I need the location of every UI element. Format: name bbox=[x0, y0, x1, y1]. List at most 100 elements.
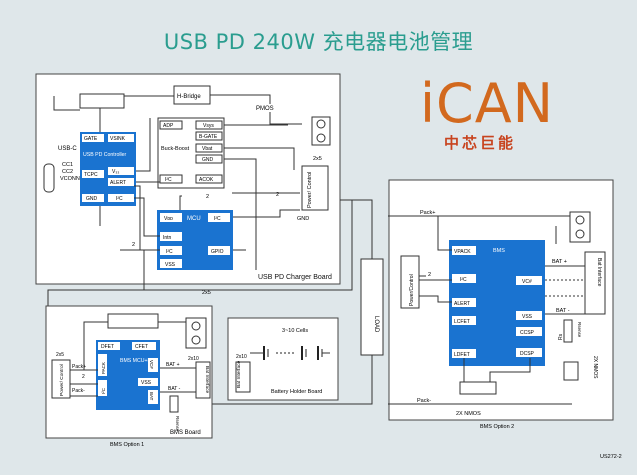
bms2-alert-pin: ALERT bbox=[454, 301, 470, 307]
bms-dfet-pin: DFET bbox=[101, 344, 114, 350]
bms2-2x-nmos: 2X NMOS bbox=[456, 411, 481, 417]
bms2-nmos-label: 2X NMOS bbox=[592, 356, 598, 379]
bms-wire-2: 2 bbox=[82, 374, 85, 380]
bms2-dcsp-pin: DCSP bbox=[520, 351, 535, 357]
pd-i2c-pin: I²C bbox=[116, 196, 123, 202]
bms2-bat-plus: BAT + bbox=[552, 259, 567, 265]
bms-rsense-text: Rsense bbox=[175, 416, 180, 432]
bms2-terminal bbox=[569, 211, 591, 243]
bms2-bat-interface-text: Bat Interface bbox=[596, 258, 602, 287]
bms-vss-pin: VSS bbox=[141, 380, 152, 386]
pd-alert-pin: ALERT bbox=[110, 180, 126, 186]
mcu-vss-pin: VSS bbox=[165, 262, 176, 268]
bb-name: Buck-Boost bbox=[161, 146, 190, 152]
bms-i2c-text: I²C bbox=[101, 387, 106, 394]
usb-power-control-text: Power/ Control bbox=[307, 172, 313, 208]
bms-rsense-label: Rsense bbox=[175, 416, 180, 432]
bms2-power-control-label: Power/Control bbox=[409, 274, 415, 306]
usb-gnd-label: GND bbox=[297, 216, 309, 222]
bms-name-text: BMS MCU+BFE bbox=[120, 358, 158, 364]
usb-board-caption: USB PD Charger Board bbox=[258, 274, 332, 281]
cc2-label: CC2 bbox=[62, 169, 73, 175]
pd-gate-pin: GATE bbox=[84, 136, 98, 142]
usb-c-connector bbox=[43, 163, 55, 193]
bms-name: BMS MCU+BFE bbox=[120, 358, 158, 364]
usb-power-control-label: Power/ Control bbox=[307, 172, 313, 208]
bms2-nmos-pair bbox=[459, 381, 497, 395]
logo-word: iCAN bbox=[420, 72, 555, 135]
usb-power-control-box bbox=[301, 165, 329, 211]
battery-holder-board: Battery Holder Board 3~10 Cells 2x10 Bat… bbox=[227, 317, 339, 401]
mcu-vdd-pin: Vᴅᴅ bbox=[164, 216, 173, 222]
bms-bat-interface-text: Bat Interface bbox=[204, 366, 210, 394]
bms-board-caption: BMS Board bbox=[170, 430, 201, 436]
cc1-label: CC1 bbox=[62, 162, 73, 168]
bms-bat-text: BAT bbox=[149, 392, 154, 401]
battery-bat-interface bbox=[235, 361, 251, 393]
bms-pack-pin: PACK bbox=[101, 362, 106, 374]
bms2-bat-minus: BAT - bbox=[556, 308, 570, 314]
bms2-nmos-text: NMOS bbox=[592, 364, 598, 380]
ican-logo: iCAN 中芯巨能 bbox=[420, 72, 560, 156]
mcu-i2c-top-pin: I²C bbox=[214, 216, 221, 222]
bb-adp-pin: ADP bbox=[163, 123, 174, 129]
bms2-vss-pin: VSS bbox=[522, 314, 533, 320]
bms2-rs-text: Rs bbox=[558, 333, 564, 340]
bms2-bat-interface-label: Bat Interface bbox=[596, 258, 602, 287]
usb-board-terminal bbox=[311, 116, 331, 146]
bms2-power-control-box bbox=[400, 255, 420, 309]
bms-rsense-resistor bbox=[169, 395, 179, 413]
usb-bus-2x5: 2x5 bbox=[313, 156, 322, 162]
bms2-rsense-resistor bbox=[563, 319, 573, 343]
pmos-label: PMOS bbox=[256, 106, 274, 112]
footer-code: US272-2 bbox=[600, 454, 622, 460]
bb-gnd-pin: GND bbox=[202, 157, 214, 163]
bms-bat-plus: BAT + bbox=[166, 362, 180, 368]
load-box bbox=[360, 258, 384, 356]
bms2-lcfet-pin: LCFET bbox=[454, 319, 470, 325]
battery-bat-interface-text: Bat Interface bbox=[236, 360, 242, 388]
usb-wire-2-b: 2 bbox=[276, 192, 279, 198]
page-title: USB PD 240W 充电器电池管理 bbox=[163, 30, 474, 54]
bms-power-control-box bbox=[51, 359, 71, 399]
bms2-name: BMS bbox=[493, 248, 505, 254]
mcu-name: MCU bbox=[187, 216, 201, 222]
bb-bgate-pin: B-GATE bbox=[199, 134, 218, 140]
bms-pack-text: PACK bbox=[101, 362, 106, 374]
battery-bat-interface-label: Bat Interface bbox=[236, 360, 242, 388]
pd-controller-name: USB PD Controller bbox=[83, 152, 127, 158]
bb-vsys-pin: Vsys bbox=[203, 123, 214, 129]
bms2-rs-label: Rs bbox=[558, 333, 564, 340]
bms-cfet-pin: CFET bbox=[135, 344, 148, 350]
mcu-gpio-pin: GPIO bbox=[211, 249, 224, 255]
bms-terminal bbox=[185, 317, 207, 349]
bms2-vc-pin: VC# bbox=[522, 279, 532, 285]
bb-i2c-pin: I²C bbox=[165, 177, 172, 183]
usb-c-label: USB-C bbox=[58, 146, 77, 152]
bms-power-control-label: Power/ Control bbox=[59, 364, 65, 396]
bms-bat-interface-label: Bat Interface bbox=[204, 366, 210, 394]
bms2-ccsp-pin: CCSP bbox=[520, 330, 535, 336]
bms2-caption: BMS Option 2 bbox=[480, 424, 514, 430]
pd-gnd-pin: GND bbox=[86, 196, 98, 202]
bb-acok-pin: ACOK bbox=[199, 177, 214, 183]
battery-board-caption: Battery Holder Board bbox=[271, 389, 322, 395]
usb-pd-charger-board: USB PD Charger Board USB-C CC1 CC2 VCONN… bbox=[35, 73, 341, 291]
mcu-intn-pin: Intn bbox=[163, 235, 172, 241]
bms2-nmos-single bbox=[563, 361, 579, 381]
bms-option-1-label: BMS Option 1 bbox=[110, 442, 144, 448]
pd-v33-pin: V₃₃ bbox=[112, 169, 119, 175]
bms-power-control-text: Power/ Control bbox=[59, 364, 65, 396]
bus-2x5-lower: 2x5 bbox=[202, 290, 211, 296]
bms-bat-minus: BAT - bbox=[168, 386, 181, 392]
vconn-label: VCONN bbox=[60, 176, 80, 182]
bms2-rsense-text: Rsense bbox=[577, 322, 582, 338]
bms2-vpack-pin: VPACK bbox=[454, 249, 471, 255]
bms2-ldfet-pin: LDFET bbox=[454, 352, 470, 358]
bms2-i2c-pin: I²C bbox=[460, 277, 467, 283]
bms-mosfet-pair bbox=[107, 313, 159, 329]
bb-vbat-pin: Vbat bbox=[202, 146, 213, 152]
bms-vc-text: VC# bbox=[149, 360, 154, 369]
bms-bus-2x5: 2x5 bbox=[56, 352, 64, 358]
